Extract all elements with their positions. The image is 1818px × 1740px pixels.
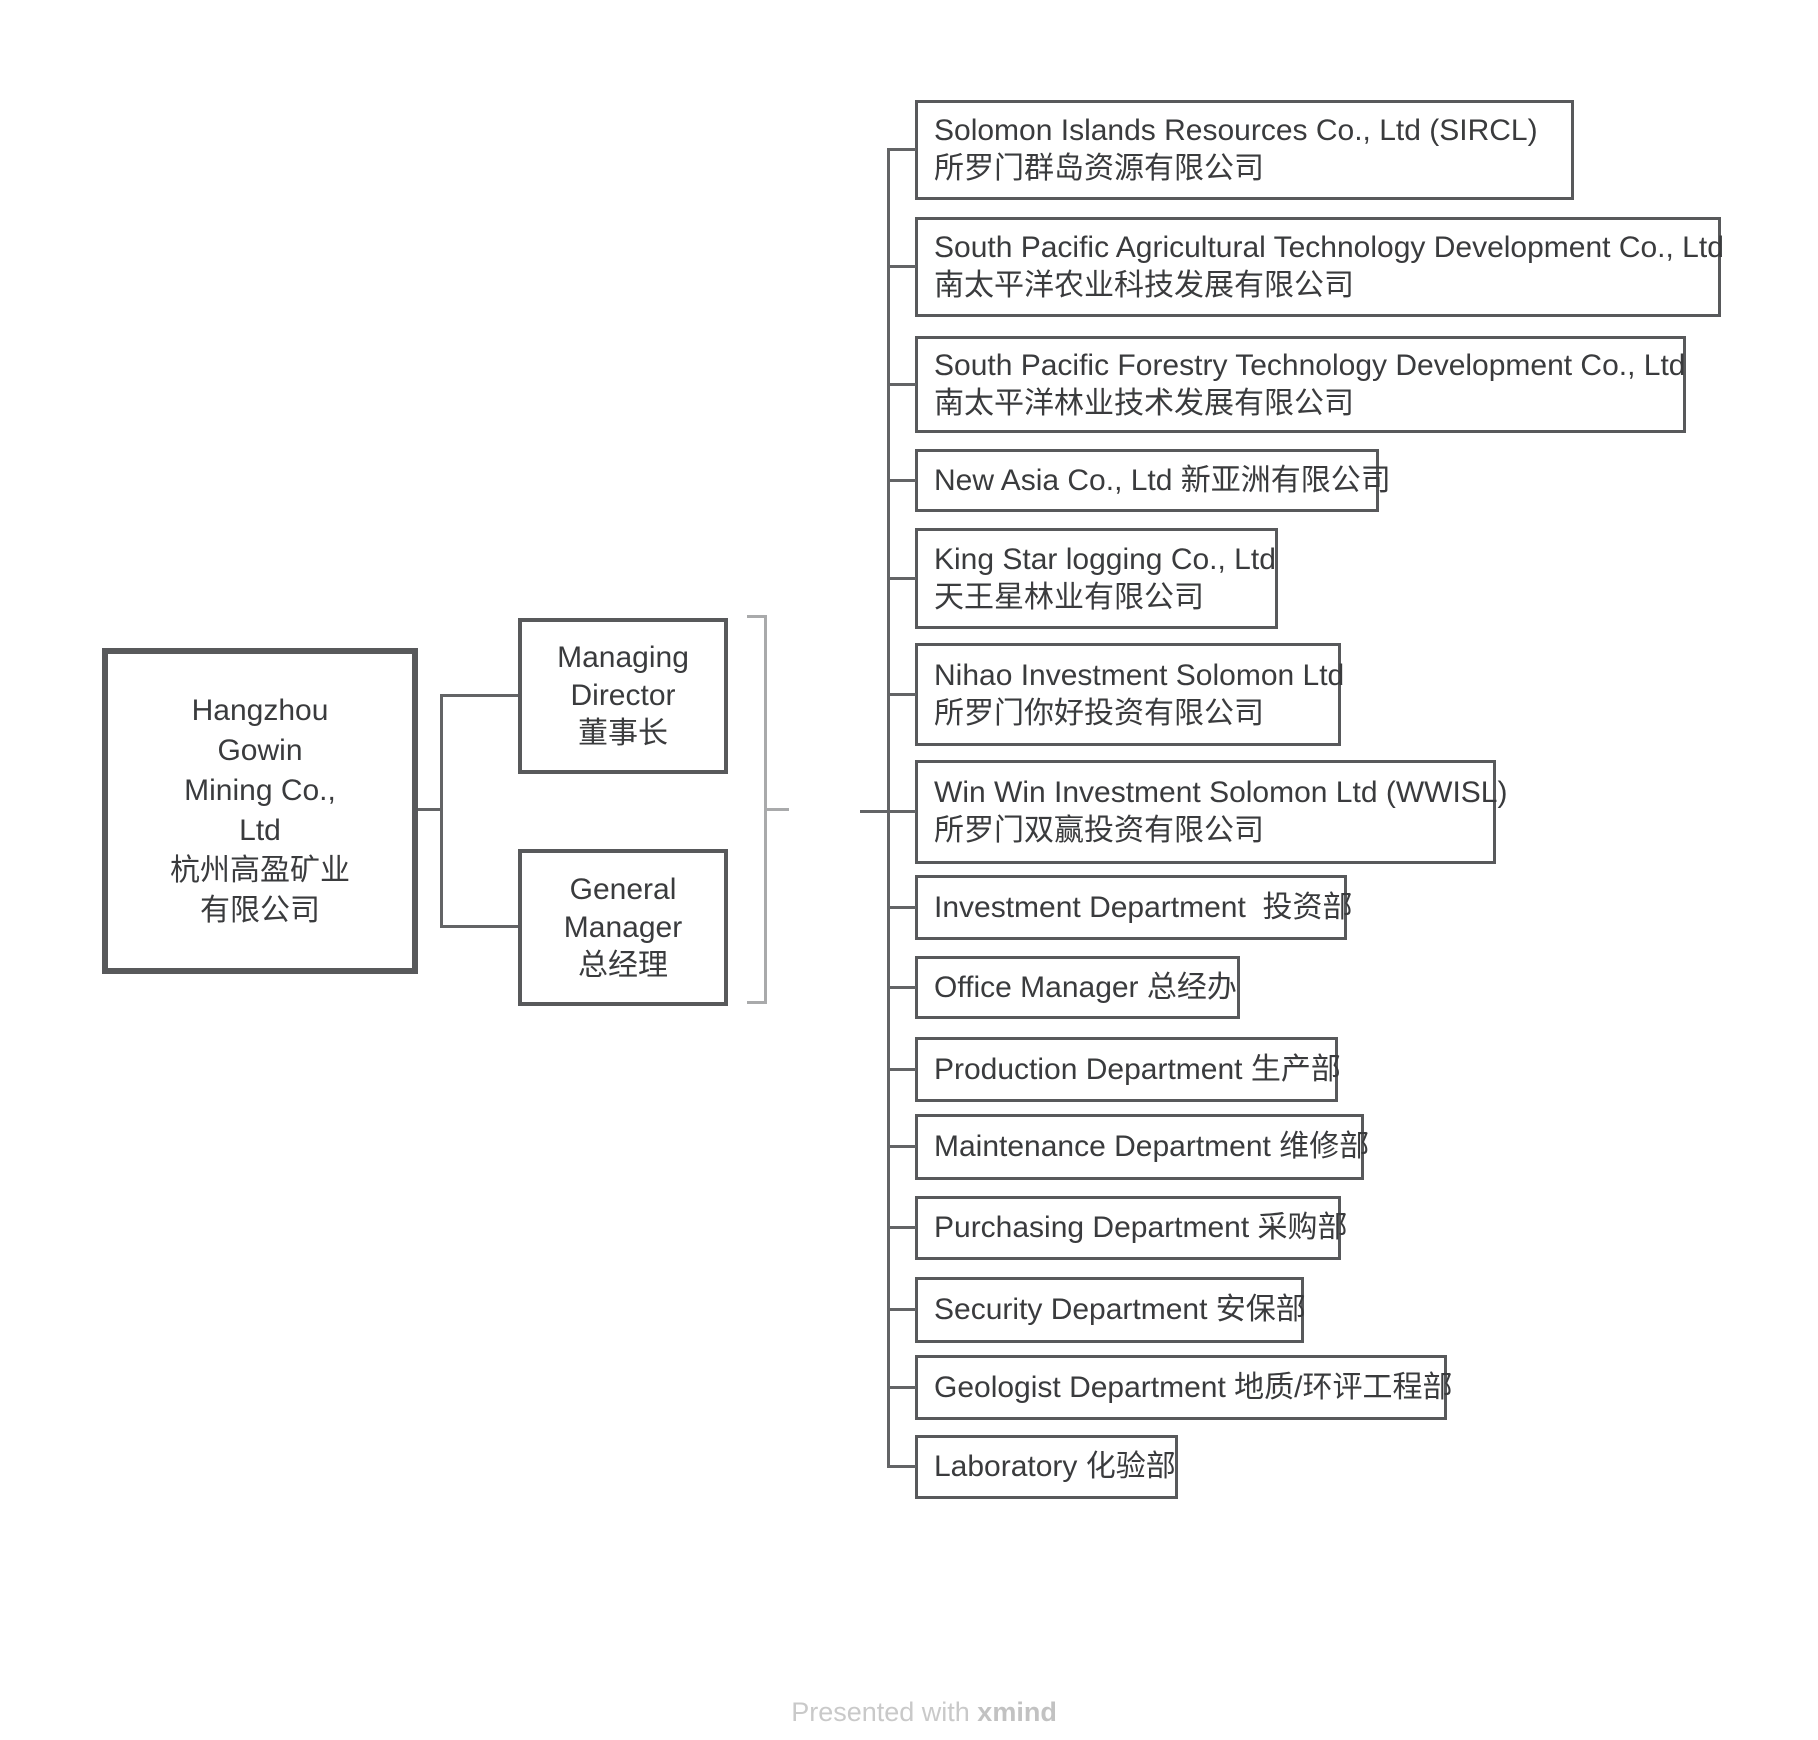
connector-trunk <box>887 149 890 1468</box>
connector-fork-vertical <box>440 694 443 928</box>
node-label: Maintenance Department 维修部 <box>934 1130 1370 1163</box>
node-label: Purchasing Department 采购部 <box>934 1211 1348 1244</box>
tick-security-department <box>887 1308 916 1311</box>
node-general-manager[interactable]: General Manager 总经理 <box>518 849 728 1006</box>
tick-production-department <box>887 1068 916 1071</box>
node-managing-director[interactable]: Managing Director 董事长 <box>518 618 728 774</box>
node-label: Production Department 生产部 <box>934 1052 1341 1086</box>
tick-nihao <box>887 693 916 696</box>
tick-solomon-islands <box>887 148 916 151</box>
node-nihao-investment[interactable]: Nihao Investment Solomon Ltd 所罗门你好投资有限公司 <box>915 643 1345 746</box>
node-security-department[interactable]: Security Department 安保部 <box>915 1277 1306 1343</box>
root-company-label: Hangzhou Gowin Mining Co., Ltd 杭州高盈矿业 有限… <box>170 694 350 927</box>
tick-south-pacific-agricultural <box>887 265 916 268</box>
node-label: King Star logging Co., Ltd 天王星林业有限公司 <box>934 542 1276 614</box>
connector-to-general-manager <box>440 925 518 928</box>
bracket-bottom-tick <box>747 1001 767 1004</box>
watermark: Presented with xmind <box>761 1666 1057 1740</box>
node-label: Security Department 安保部 <box>934 1293 1306 1326</box>
node-label: Geologist Department 地质/环评工程部 <box>934 1370 1453 1404</box>
node-label: Office Manager 总经办 <box>934 970 1237 1004</box>
node-label: Investment Department 投资部 <box>934 890 1353 924</box>
node-office-manager[interactable]: Office Manager 总经办 <box>915 956 1240 1019</box>
node-solomon-islands-resources[interactable]: Solomon Islands Resources Co., Ltd (SIRC… <box>915 100 1574 200</box>
connector-to-managing-director <box>440 694 518 697</box>
node-production-department[interactable]: Production Department 生产部 <box>915 1037 1341 1102</box>
node-root-company[interactable]: Hangzhou Gowin Mining Co., Ltd 杭州高盈矿业 有限… <box>102 648 418 974</box>
bracket-mid-tick <box>764 808 789 811</box>
tick-maintenance-department <box>887 1145 916 1148</box>
node-label: Nihao Investment Solomon Ltd 所罗门你好投资有限公司 <box>934 658 1345 730</box>
node-geologist-department[interactable]: Geologist Department 地质/环评工程部 <box>915 1355 1452 1420</box>
node-king-star-logging[interactable]: King Star logging Co., Ltd 天王星林业有限公司 <box>915 528 1278 629</box>
node-laboratory[interactable]: Laboratory 化验部 <box>915 1435 1178 1499</box>
bracket-top-tick <box>747 615 767 618</box>
tick-king-star <box>887 577 916 580</box>
node-label: South Pacific Forestry Technology Develo… <box>934 348 1686 420</box>
node-south-pacific-agricultural[interactable]: South Pacific Agricultural Technology De… <box>915 217 1724 317</box>
tick-win-win-and-parent-entry <box>860 810 916 813</box>
node-new-asia[interactable]: New Asia Co., Ltd 新亚洲有限公司 <box>915 449 1391 512</box>
tick-new-asia <box>887 479 916 482</box>
general-manager-label: General Manager 总经理 <box>563 872 683 982</box>
node-label: Win Win Investment Solomon Ltd (WWISL) 所… <box>934 776 1508 847</box>
node-investment-department[interactable]: Investment Department 投资部 <box>915 875 1352 940</box>
tick-laboratory <box>887 1465 916 1468</box>
node-label: Solomon Islands Resources Co., Ltd (SIRC… <box>934 114 1538 185</box>
node-purchasing-department[interactable]: Purchasing Department 采购部 <box>915 1196 1348 1260</box>
watermark-prefix: Presented with <box>791 1697 978 1727</box>
tick-geologist-department <box>887 1386 916 1389</box>
tick-office-manager <box>887 986 916 989</box>
node-label: New Asia Co., Ltd 新亚洲有限公司 <box>934 463 1391 497</box>
tick-purchasing-department <box>887 1226 916 1229</box>
node-label: South Pacific Agricultural Technology De… <box>934 231 1724 302</box>
node-label: Laboratory 化验部 <box>934 1450 1176 1483</box>
node-south-pacific-forestry[interactable]: South Pacific Forestry Technology Develo… <box>915 336 1686 433</box>
tick-investment-department <box>887 906 916 909</box>
node-win-win-investment[interactable]: Win Win Investment Solomon Ltd (WWISL) 所… <box>915 760 1508 864</box>
connector-root-out <box>418 808 442 811</box>
tick-south-pacific-forestry <box>887 383 916 386</box>
node-maintenance-department[interactable]: Maintenance Department 维修部 <box>915 1114 1369 1180</box>
xmind-brand-label: xmind <box>977 1697 1057 1727</box>
managing-director-label: Managing Director 董事长 <box>557 641 689 750</box>
